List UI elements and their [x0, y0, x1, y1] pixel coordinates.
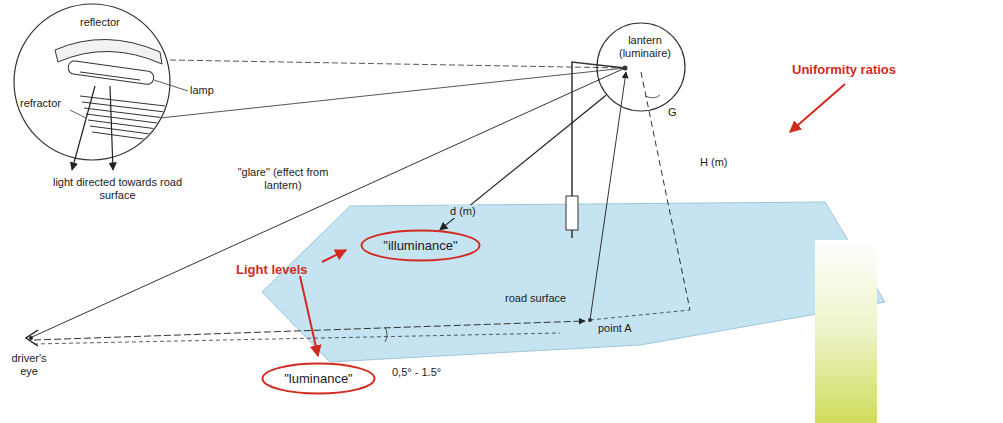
inset-detail — [14, 4, 188, 170]
text-label: 0,5° - 1.5° — [392, 366, 441, 379]
edge-label: d (m) — [448, 205, 478, 218]
node-text: "illuminance" — [383, 238, 457, 253]
text-label: road surface — [505, 292, 566, 305]
gradient-bar — [815, 240, 877, 423]
text-label: driver's eye — [6, 352, 52, 378]
text-label: H (m) — [700, 156, 728, 169]
highlight-ellipse: "illuminance" — [360, 229, 481, 262]
text-label: G — [668, 106, 677, 119]
lantern-circle: lantern (luminaire) — [596, 22, 686, 112]
highlight-ellipse: "luminance" — [261, 362, 376, 395]
glare-line — [32, 68, 625, 337]
node-text: "luminance" — [284, 371, 353, 386]
connector-line — [440, 95, 606, 230]
text-label: reflector — [80, 16, 120, 29]
text-label: Uniformity ratios — [792, 62, 896, 77]
text-label: refractor — [20, 97, 61, 110]
text-label: "glare" (effect from lantern) — [228, 166, 338, 192]
eye-symbol — [26, 330, 38, 346]
text-label: Light levels — [236, 262, 308, 277]
node-text: lantern (luminaire) — [615, 34, 675, 60]
text-label: point A — [598, 322, 632, 335]
text-label: lamp — [190, 84, 214, 97]
text-label: light directed towards road surface — [50, 176, 185, 202]
